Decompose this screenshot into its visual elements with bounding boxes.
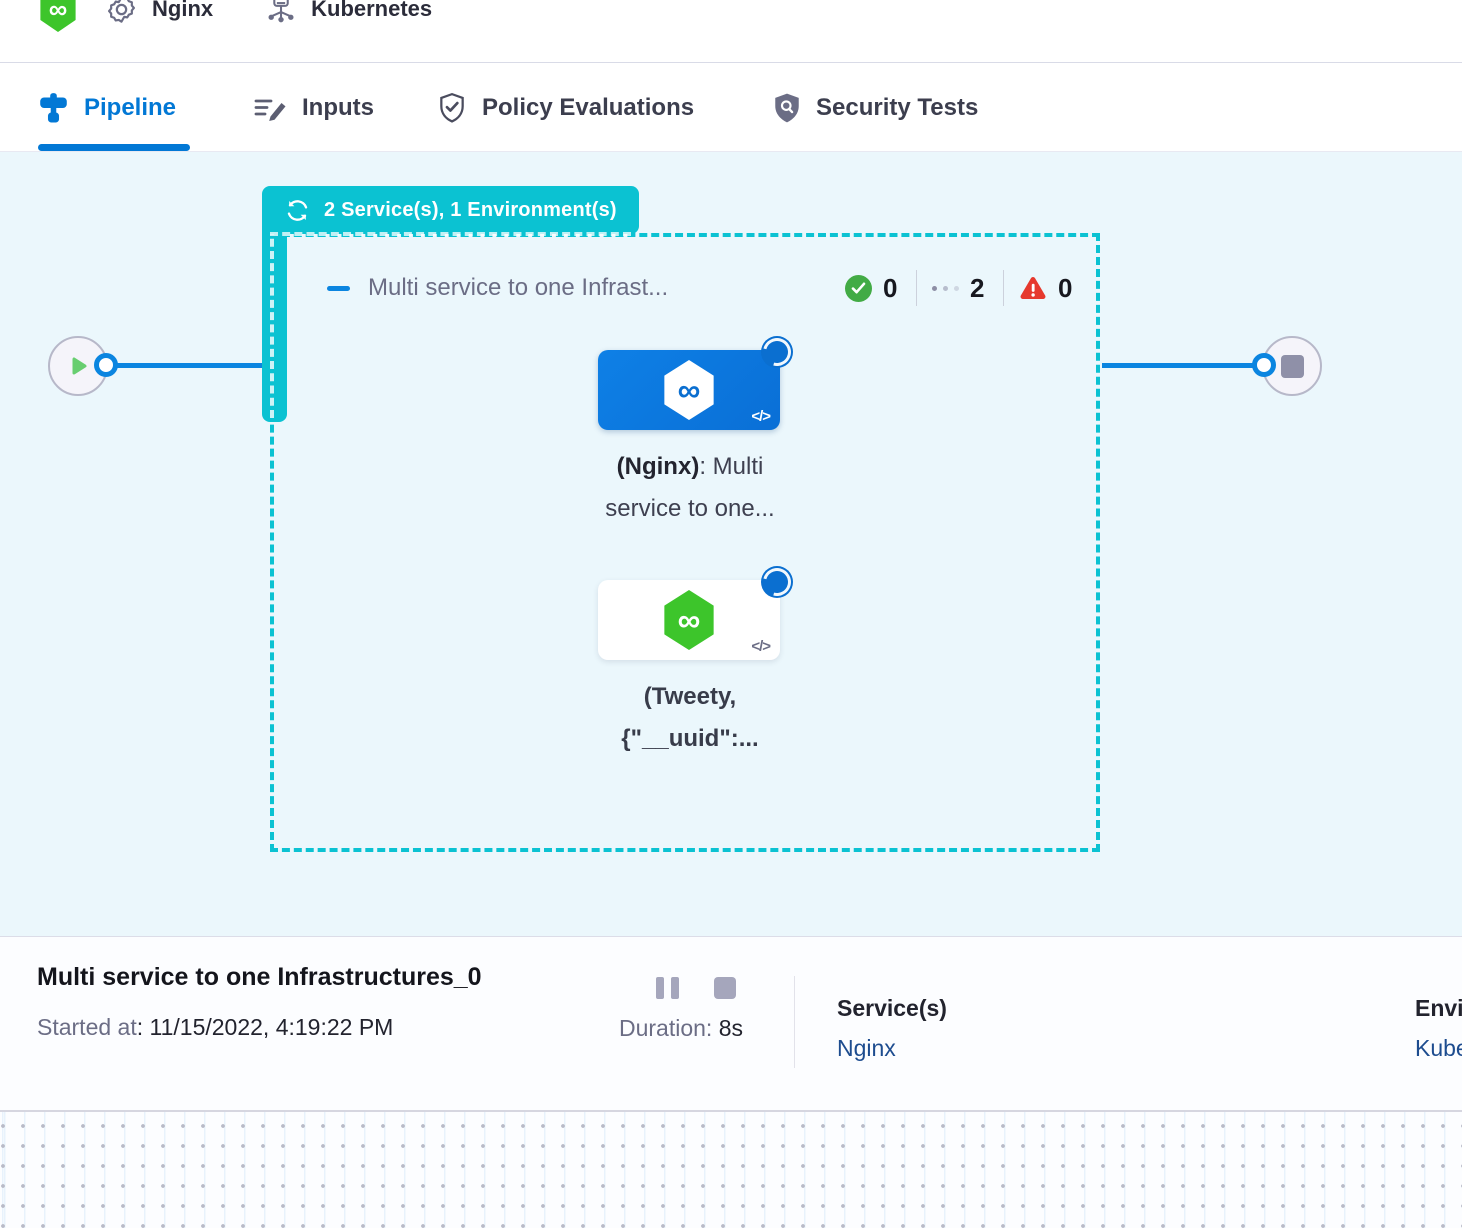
- harness-hexagon-icon: ∞: [664, 590, 714, 650]
- breadcrumb-bar: ∞ Nginx Kubernetes: [0, 0, 1462, 63]
- service-nginx-link[interactable]: Nginx: [837, 1035, 896, 1061]
- divider: [794, 976, 795, 1068]
- code-glyph: </>: [751, 638, 771, 655]
- breadcrumb-environment-label: Kubernetes: [311, 0, 433, 21]
- pause-button[interactable]: [656, 977, 679, 999]
- shield-scan-icon: [773, 92, 801, 124]
- started-at: Started at: 11/15/2022, 4:19:22 PM: [37, 1014, 394, 1040]
- connector-port-right: [1252, 353, 1276, 377]
- stage-group-badge[interactable]: 2 Service(s), 1 Environment(s): [262, 186, 639, 236]
- execution-tabbar: Pipeline Inputs Policy Evaluations Secur…: [0, 64, 1462, 152]
- log-canvas-grid: [0, 1110, 1462, 1228]
- running-spinner-icon: [761, 566, 793, 598]
- loop-refresh-icon: [284, 197, 311, 224]
- duration: Duration: 8s: [619, 1015, 744, 1041]
- harness-hexagon-icon: ∞: [664, 360, 714, 420]
- tab-policy-evaluations-label: Policy Evaluations: [482, 93, 695, 121]
- tab-pipeline[interactable]: Pipeline: [38, 64, 191, 151]
- flow-line-left: [112, 363, 266, 368]
- breadcrumb-service-label: Nginx: [152, 0, 214, 21]
- code-glyph: </>: [751, 408, 771, 425]
- environments-label: Environment(s): [1415, 995, 1462, 1021]
- node-nginx-service[interactable]: ∞ </>: [598, 336, 793, 430]
- breadcrumb-service[interactable]: Nginx: [106, 0, 213, 25]
- tab-inputs[interactable]: Inputs: [253, 64, 388, 151]
- divider: [916, 270, 917, 306]
- pipeline-canvas: 2 Service(s), 1 Environment(s) Multi ser…: [0, 152, 1462, 936]
- success-count: 0: [883, 272, 898, 303]
- connector-port-left: [94, 353, 118, 377]
- stop-square-icon: [1280, 354, 1304, 378]
- tab-security-tests[interactable]: Security Tests: [773, 64, 992, 151]
- infrastructure-cluster-icon: [265, 0, 296, 25]
- breadcrumb-environment[interactable]: Kubernetes: [265, 0, 432, 25]
- running-spinner-icon: [761, 336, 793, 368]
- play-icon: [63, 351, 93, 381]
- pending-count: 2: [970, 272, 985, 303]
- flow-line-right: [1102, 363, 1258, 368]
- harness-service-logo-icon: ∞: [40, 0, 76, 32]
- environments-column: Environment(s) Kubernetes: [1415, 995, 1462, 1062]
- breadcrumb: ∞ Nginx Kubernetes: [38, 0, 432, 32]
- stage-header: Multi service to one Infrast... 0 2 0: [300, 270, 1080, 314]
- divider: [1003, 270, 1004, 306]
- warning-triangle-icon: [1019, 276, 1047, 301]
- pending-dots-icon: [932, 285, 959, 291]
- execution-summary-bar: Multi service to one Infrastructures_0 S…: [0, 936, 1462, 1110]
- stop-button[interactable]: [714, 977, 736, 999]
- success-check-icon: [845, 274, 872, 302]
- tab-pipeline-label: Pipeline: [84, 93, 177, 121]
- tab-policy-evaluations[interactable]: Policy Evaluations: [437, 64, 708, 151]
- environment-kubernetes-link[interactable]: Kubernetes: [1415, 1035, 1462, 1061]
- services-column: Service(s) Nginx: [837, 995, 947, 1062]
- collapse-stage-icon[interactable]: [327, 286, 350, 291]
- edit-inputs-icon: [253, 92, 287, 124]
- stage-title: Multi service to one Infrast...: [368, 274, 669, 301]
- node-nginx-label: (Nginx): Multi service to one...: [605, 453, 775, 522]
- pipeline-start-node[interactable]: [48, 336, 108, 396]
- stage-status-counts: 0 2 0: [845, 270, 1076, 306]
- execution-title: Multi service to one Infrastructures_0: [37, 963, 482, 991]
- services-label: Service(s): [837, 995, 947, 1021]
- shield-check-icon: [437, 92, 467, 124]
- failed-count: 0: [1058, 272, 1073, 303]
- node-tweety-label: (Tweety, {"__uuid":...: [621, 683, 759, 752]
- tab-security-tests-label: Security Tests: [816, 93, 979, 121]
- gear-icon: [106, 0, 137, 25]
- pipeline-icon: [38, 92, 69, 123]
- stage-group-accent-bar: [262, 200, 287, 422]
- stage-group-boundary: [270, 233, 1100, 852]
- pipeline-end-node[interactable]: [1262, 336, 1322, 396]
- node-tweety-service[interactable]: ∞ </>: [598, 566, 793, 660]
- tab-inputs-label: Inputs: [302, 93, 374, 121]
- stage-group-badge-label: 2 Service(s), 1 Environment(s): [324, 198, 617, 221]
